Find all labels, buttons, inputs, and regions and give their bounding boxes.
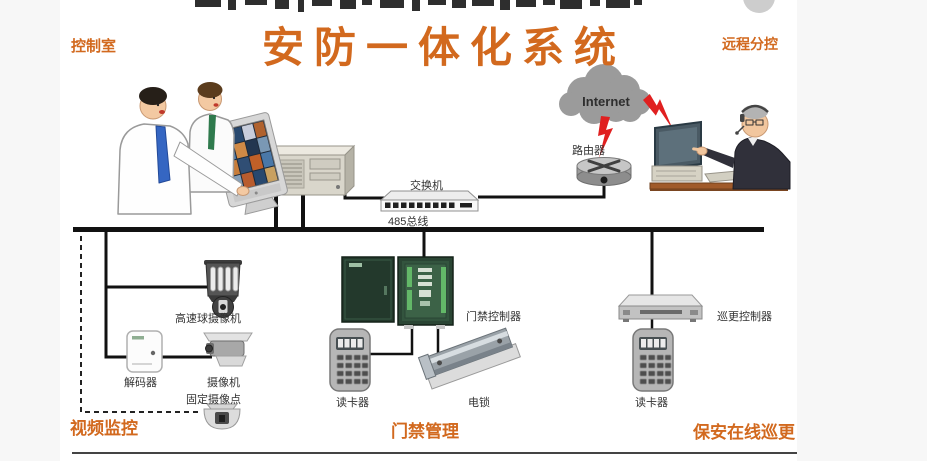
electric-lock-label: 电锁: [468, 397, 490, 409]
access-controller-label: 门禁控制器: [466, 311, 521, 323]
remote-control-label: 远程分控: [722, 36, 778, 52]
remote-workstation: [649, 120, 789, 191]
electric-lock-icon: [417, 327, 521, 390]
remote-operator: [692, 104, 791, 190]
decoder-label: 解码器: [124, 377, 157, 389]
decoder-icon: [126, 330, 163, 373]
speed-dome-camera-label: 高速球摄像机: [175, 313, 241, 325]
switch-label: 交换机: [410, 180, 443, 192]
router-label: 路由器: [572, 145, 605, 157]
access-controller-open-icon: [397, 256, 454, 329]
card-reader-patrol-label: 读卡器: [635, 397, 668, 409]
video-surveillance-title: 视频监控: [70, 419, 138, 438]
lightning-to-remote-pc-icon: [643, 93, 673, 130]
security-patrol-title: 保安在线巡更: [693, 423, 795, 442]
patrol-controller-label: 巡更控制器: [717, 311, 772, 323]
card-reader-access-icon: [329, 328, 371, 392]
internet-cloud-icon: [559, 64, 651, 124]
mini-dome-camera-icon: [203, 403, 241, 430]
router-icon: [576, 157, 632, 186]
access-management-title: 门禁管理: [391, 422, 459, 441]
watermark-badge: [743, 0, 775, 13]
box-camera-icon: [203, 332, 253, 367]
connection-lines: [72, 152, 797, 454]
control-room-label: 控制室: [71, 38, 117, 55]
speed-dome-camera-icon: [204, 260, 242, 318]
camera-label: 摄像机: [207, 377, 240, 389]
internet-label: Internet: [582, 94, 630, 109]
page-title: 安防一体化系统: [262, 24, 627, 71]
switch-icon: [379, 190, 480, 212]
lightning-to-router-icon: [598, 116, 613, 158]
bus-485-label: 485总线: [388, 216, 429, 228]
operator-front: [117, 87, 250, 215]
dashed-video-line: [80, 236, 202, 413]
access-controller-closed-icon: [341, 256, 395, 323]
card-reader-patrol-icon: [632, 328, 674, 392]
headset-icon: [741, 104, 769, 113]
cropped-header-text: [195, 0, 642, 12]
patrol-controller-icon: [617, 294, 704, 322]
card-reader-access-label: 读卡器: [336, 397, 369, 409]
server-icon: [263, 144, 356, 197]
lightning-bolts: [598, 93, 673, 158]
bus-line-485: [73, 227, 764, 232]
fixed-camera-point-label: 固定摄像点: [186, 394, 241, 406]
